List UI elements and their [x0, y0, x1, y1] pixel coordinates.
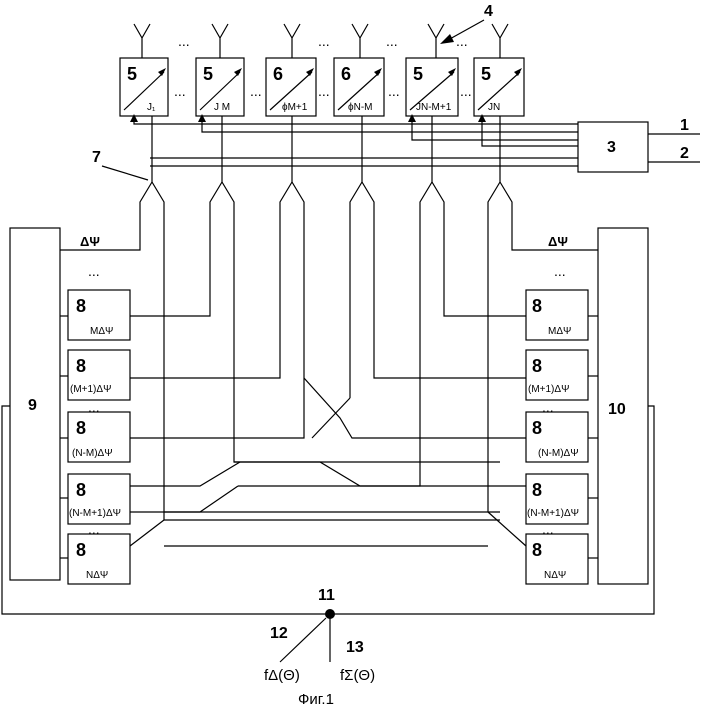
right-phase-box-5: 8 NΔΨ	[526, 534, 588, 584]
ref-12-label: 12	[270, 625, 288, 642]
module-number: 5	[203, 64, 213, 84]
module-ellipsis: ...	[318, 83, 330, 99]
figure-caption: Фиг.1	[298, 691, 334, 708]
svg-text:MΔΨ: MΔΨ	[548, 326, 571, 337]
svg-text:8: 8	[532, 540, 542, 560]
right-ellipsis: ...	[542, 399, 554, 415]
svg-text:(M+1)ΔΨ: (M+1)ΔΨ	[70, 384, 111, 395]
antenna-icon	[352, 24, 368, 58]
module-ellipsis: ...	[250, 83, 262, 99]
svg-text:8: 8	[76, 296, 86, 316]
left-phase-box-4: 8 (N-M+1)ΔΨ	[68, 474, 130, 524]
left-phase-box-3: 8 (N-M)ΔΨ	[68, 412, 130, 462]
antenna-icon	[492, 24, 508, 58]
right-phase-box-3: 8 (N-M)ΔΨ	[526, 412, 588, 462]
svg-text:8: 8	[76, 418, 86, 438]
right-ellipsis: ...	[542, 521, 554, 537]
module-symbol: J M	[214, 102, 230, 113]
module-symbol: ϕN-M	[348, 102, 372, 113]
module-symbol: JN-M+1	[416, 102, 452, 113]
input-2-label: 2	[680, 145, 689, 162]
antenna-ellipsis: ...	[456, 33, 468, 49]
module-number: 5	[481, 64, 491, 84]
left-combiner-label: 9	[28, 397, 37, 414]
right-phase-box-4: 8 (N-M+1)ΔΨ	[526, 474, 588, 524]
module-ellipsis: ...	[388, 83, 400, 99]
antenna-ellipsis: ...	[178, 33, 190, 49]
antenna-icon	[284, 24, 300, 58]
right-ellipsis: ...	[554, 263, 566, 279]
svg-text:8: 8	[76, 356, 86, 376]
svg-text:(N-M+1)ΔΨ: (N-M+1)ΔΨ	[527, 508, 579, 519]
right-phase-box-1: 8 MΔΨ	[526, 290, 588, 340]
module-symbol: JN	[488, 102, 500, 113]
control-unit: 3	[578, 122, 648, 172]
module-1: 5 J₁	[120, 58, 168, 116]
module-number: 6	[273, 64, 283, 84]
right-box-links	[588, 316, 598, 558]
input-1-label: 1	[680, 117, 689, 134]
right-combiner-label: 10	[608, 401, 626, 418]
control-bus	[134, 116, 578, 166]
antenna-ellipsis: ...	[386, 33, 398, 49]
ref-11-label: 11	[318, 587, 335, 604]
svg-text:MΔΨ: MΔΨ	[90, 326, 113, 337]
antenna-icon	[212, 24, 228, 58]
svg-text:8: 8	[532, 418, 542, 438]
svg-text:(N-M)ΔΨ: (N-M)ΔΨ	[72, 448, 113, 459]
svg-text:(N-M)ΔΨ: (N-M)ΔΨ	[538, 448, 579, 459]
module-symbol: ϕM+1	[282, 102, 308, 113]
svg-text:8: 8	[532, 356, 542, 376]
right-combiner: 10	[598, 228, 648, 584]
svg-text:8: 8	[532, 296, 542, 316]
left-phase-box-2: 8 (M+1)ΔΨ	[68, 350, 130, 400]
module-2: 5 J M	[196, 58, 244, 116]
control-unit-label: 3	[607, 139, 616, 156]
right-phase-box-2: 8 (M+1)ΔΨ	[526, 350, 588, 400]
left-ellipsis: ...	[88, 521, 100, 537]
left-ellipsis: ...	[88, 399, 100, 415]
svg-text:(M+1)ΔΨ: (M+1)ΔΨ	[528, 384, 569, 395]
splitters	[60, 116, 598, 512]
right-delta-psi: ΔΨ	[548, 234, 568, 249]
ref-13-label: 13	[346, 639, 364, 656]
module-ellipsis: ...	[174, 83, 186, 99]
left-ellipsis: ...	[88, 263, 100, 279]
summing-junction	[325, 609, 335, 619]
antenna-ellipsis: ...	[318, 33, 330, 49]
antenna-icon	[134, 24, 150, 58]
svg-text:8: 8	[532, 480, 542, 500]
svg-text:8: 8	[76, 480, 86, 500]
module-ellipsis: ...	[460, 83, 472, 99]
svg-text:NΔΨ: NΔΨ	[86, 570, 108, 581]
svg-text:NΔΨ: NΔΨ	[544, 570, 566, 581]
module-5: 5 JN-M+1	[406, 58, 458, 116]
module-number: 5	[413, 64, 423, 84]
module-3: 6 ϕM+1	[266, 58, 316, 116]
output-sigma-label: fΣ(Θ)	[340, 667, 375, 684]
arrowhead-icon	[440, 34, 454, 44]
left-phase-box-5: 8 NΔΨ	[68, 534, 130, 584]
module-4: 6 ϕN-M	[334, 58, 384, 116]
svg-text:8: 8	[76, 540, 86, 560]
ref-7-leader	[102, 166, 148, 180]
svg-text:(N-M+1)ΔΨ: (N-M+1)ΔΨ	[69, 508, 121, 519]
left-combiner: 9	[10, 228, 60, 580]
module-number: 6	[341, 64, 351, 84]
left-phase-box-1: 8 MΔΨ	[68, 290, 130, 340]
module-number: 5	[127, 64, 137, 84]
output-delta-label: fΔ(Θ)	[264, 667, 300, 684]
left-delta-psi: ΔΨ	[80, 234, 100, 249]
antenna-icon	[428, 24, 444, 58]
module-symbol: J₁	[147, 102, 156, 113]
ref-4-label: 4	[484, 3, 493, 20]
ref-7-label: 7	[92, 149, 101, 166]
module-6: 5 JN	[474, 58, 524, 116]
